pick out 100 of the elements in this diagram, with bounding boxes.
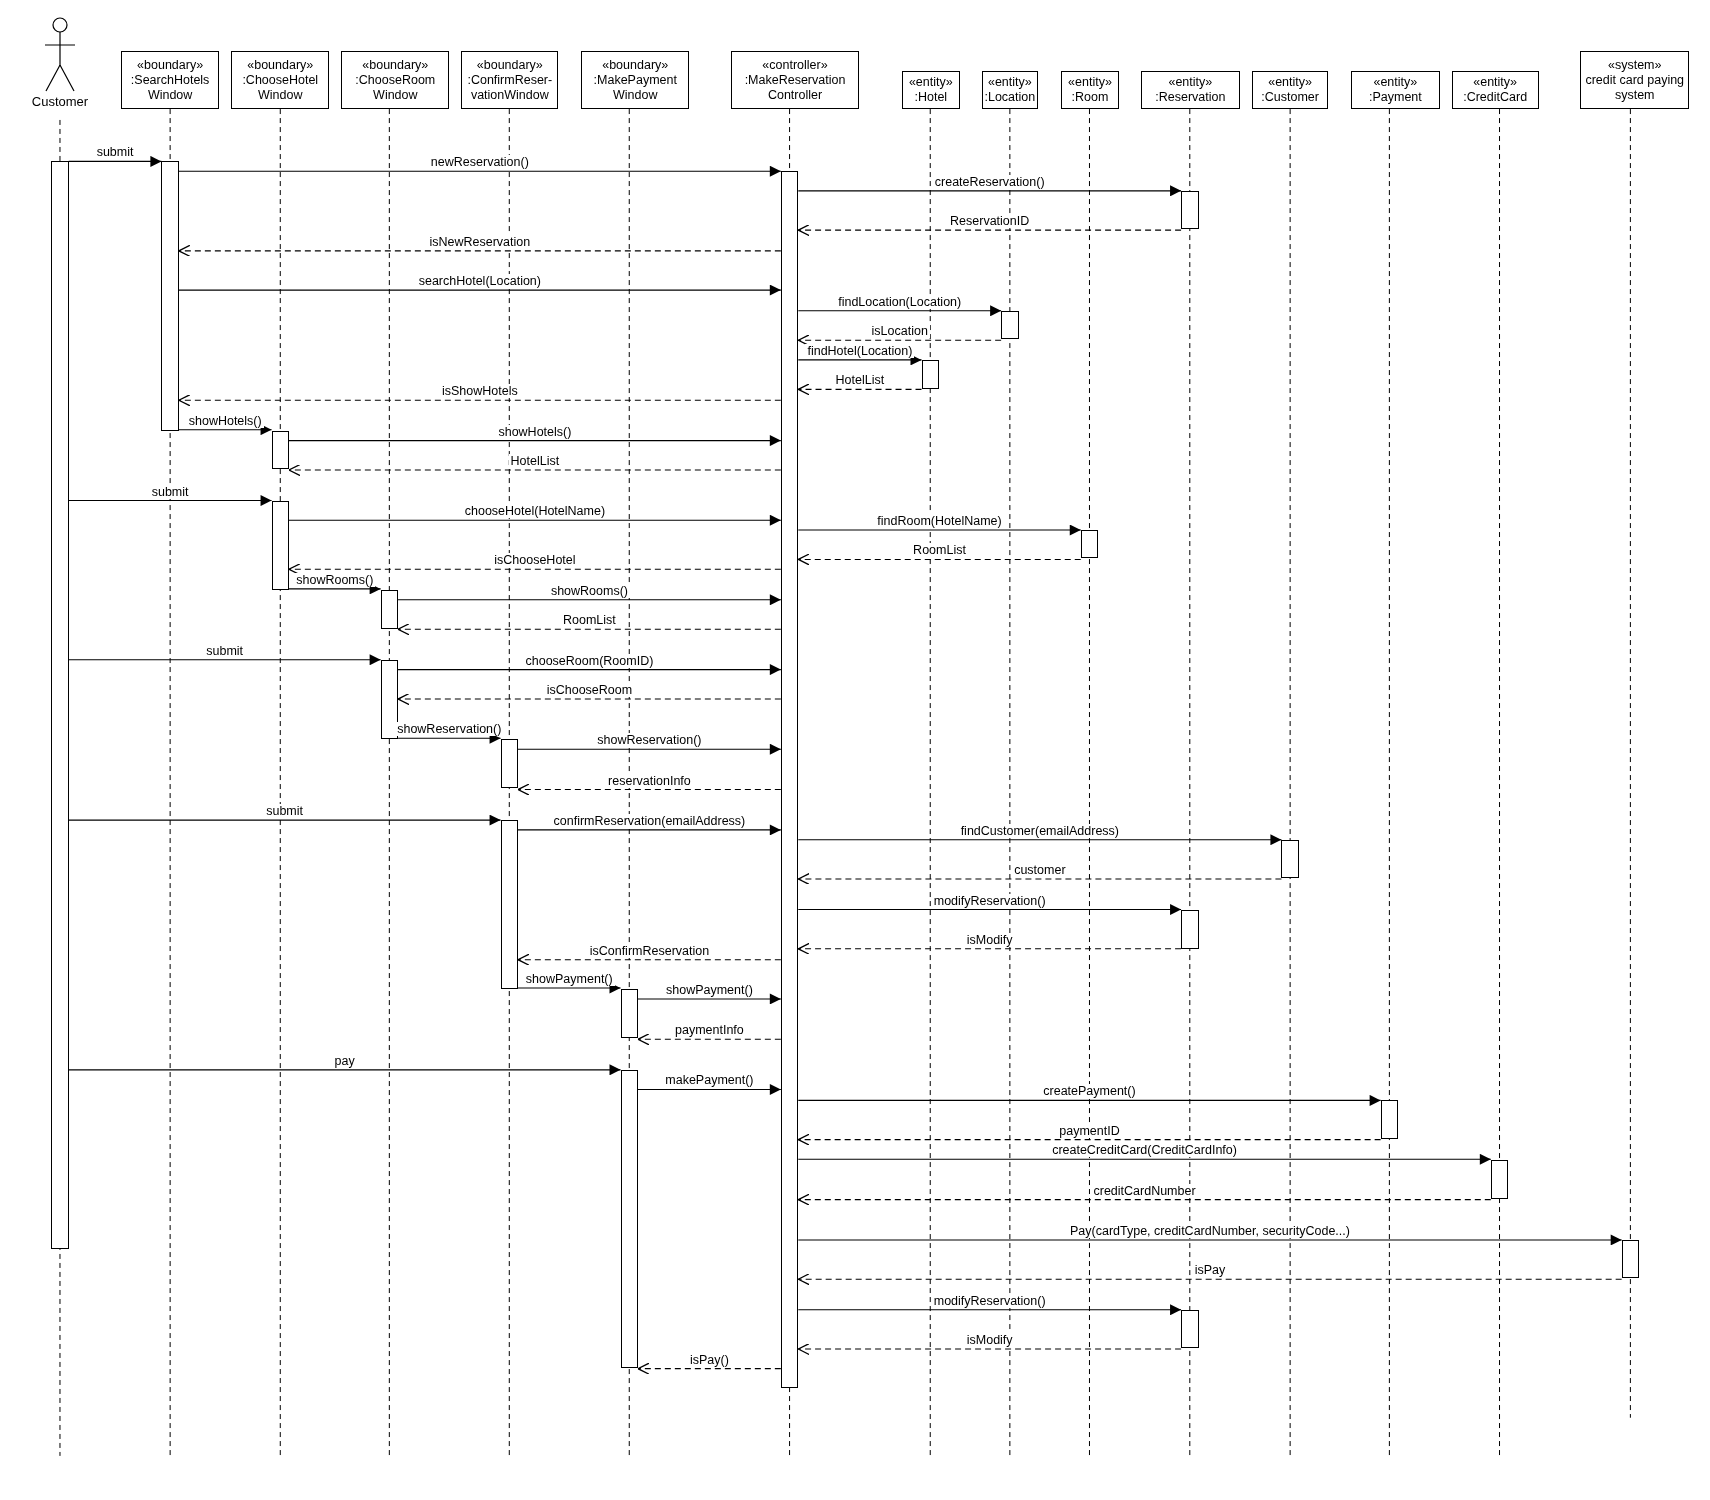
stereotype-label: «entity» (1268, 74, 1312, 90)
activation-bar (500, 820, 518, 990)
lifeline-name: :ChooseRoom Window (354, 72, 437, 103)
message-label: showHotels() (496, 424, 574, 439)
lifeline-name: :Location (984, 89, 1036, 105)
return-message-arrow (797, 383, 923, 396)
message-arrow (797, 305, 1002, 317)
return-message-arrow (797, 334, 1002, 347)
message-label: paymentID (1057, 1123, 1122, 1138)
activation-bar (780, 171, 799, 1389)
activation-bar (161, 161, 179, 431)
message-label: findRoom(HotelName) (875, 514, 1004, 528)
message-arrow (68, 155, 162, 167)
message-arrow (68, 814, 502, 826)
lifeline-name: :SearchHotels Window (129, 72, 211, 103)
lifeline-name: :Payment (1368, 89, 1422, 105)
return-message-arrow (397, 692, 782, 706)
message-arrow (517, 743, 782, 755)
lifeline-head-box (901, 70, 960, 110)
return-message-arrow (797, 872, 1282, 886)
return-message-arrow (517, 783, 782, 796)
message-label: showReservation() (595, 733, 704, 748)
return-message-arrow (797, 553, 1082, 566)
message-label: Pay(cardType, creditCardNumber, securityCode...) (1068, 1223, 1352, 1238)
actor-name: Customer (31, 94, 89, 111)
message-arrow (288, 514, 782, 526)
lifeline-head-box (1351, 70, 1440, 110)
lifeline-head-box (461, 51, 559, 110)
activation-bar (921, 359, 939, 390)
return-message-arrow (797, 1273, 1623, 1286)
stereotype-label: «boundary» (476, 57, 543, 73)
message-arrow (797, 1304, 1182, 1316)
message-arrow (178, 165, 782, 177)
message-label: isConfirmReservation (587, 943, 712, 958)
return-message-arrow (397, 623, 782, 636)
message-label: chooseHotel(HotelName) (462, 504, 608, 519)
message-label: showReservation() (395, 722, 504, 737)
stereotype-label: «boundary» (137, 57, 204, 73)
lifeline-name: :Hotel (914, 89, 948, 105)
message-arrow (68, 654, 382, 666)
stereotype-label: «boundary» (602, 57, 669, 73)
message-label: makePayment() (663, 1073, 756, 1088)
return-message-arrow (797, 1133, 1382, 1146)
message-label: createCreditCard(CreditCardInfo) (1050, 1143, 1239, 1158)
message-label: isChooseHotel (492, 553, 578, 568)
message-label: modifyReservation() (931, 893, 1048, 908)
activation-bar (620, 989, 638, 1039)
message-label: HotelList (508, 454, 562, 469)
stereotype-label: «boundary» (362, 57, 429, 73)
message-label: isModify (964, 932, 1015, 947)
message-label: showHotels() (186, 413, 264, 428)
lifeline-name: :MakePayment Window (592, 72, 678, 103)
message-arrow (397, 664, 782, 676)
activation-bar (271, 430, 289, 469)
activation-bar (380, 590, 399, 630)
message-label: creditCardNumber (1091, 1183, 1198, 1198)
lifeline-head-box (121, 51, 220, 110)
lifeline-name: :Customer (1261, 89, 1319, 105)
activation-bar (1490, 1160, 1509, 1199)
message-label: confirmReservation(emailAddress) (551, 813, 748, 828)
message-arrow (68, 1064, 622, 1076)
message-label: searchHotel(Location) (416, 274, 543, 289)
return-message-arrow (637, 1362, 782, 1375)
lifeline-name: :ChooseHotel Window (241, 72, 320, 103)
stereotype-label: «entity» (1068, 74, 1112, 90)
lifeline-name: :ConfirmReser-vationWindow (466, 72, 554, 103)
message-arrow (797, 354, 923, 366)
stereotype-label: «entity» (908, 74, 953, 90)
stereotype-label: «controller» (762, 57, 828, 73)
message-label: showRooms() (294, 572, 376, 587)
message-label: paymentInfo (673, 1023, 746, 1038)
message-label: isPay (1192, 1263, 1228, 1278)
message-label: findHotel(Location) (805, 343, 915, 358)
stereotype-label: «entity» (1473, 74, 1518, 90)
return-message-arrow (797, 942, 1182, 955)
message-label: isShowHotels (439, 384, 520, 399)
message-label: ReservationID (948, 214, 1032, 229)
activation-bar (620, 1069, 638, 1368)
lifeline-head-box (1580, 51, 1690, 110)
stereotype-label: «entity» (987, 74, 1032, 90)
lifeline-head-box (231, 51, 330, 110)
lifeline-head-box (341, 51, 450, 110)
message-label: submit (204, 643, 246, 658)
activation-bar (1080, 530, 1099, 559)
message-arrow (637, 1083, 782, 1095)
message-label: customer (1012, 863, 1068, 877)
stereotype-label: «entity» (1168, 74, 1213, 90)
message-label: submit (264, 804, 306, 819)
message-arrow (178, 424, 273, 436)
return-message-arrow (637, 1033, 782, 1046)
activation-bar (1181, 190, 1199, 229)
message-label: modifyReservation() (931, 1293, 1048, 1308)
return-message-arrow (797, 1342, 1182, 1356)
lifeline-head-box (1140, 70, 1240, 110)
return-message-arrow (797, 223, 1182, 237)
lifeline-name: :Room (1071, 89, 1109, 105)
message-arrow (797, 904, 1182, 916)
message-arrow (517, 824, 782, 836)
message-label: isChooseRoom (544, 683, 635, 698)
return-message-arrow (288, 463, 782, 477)
